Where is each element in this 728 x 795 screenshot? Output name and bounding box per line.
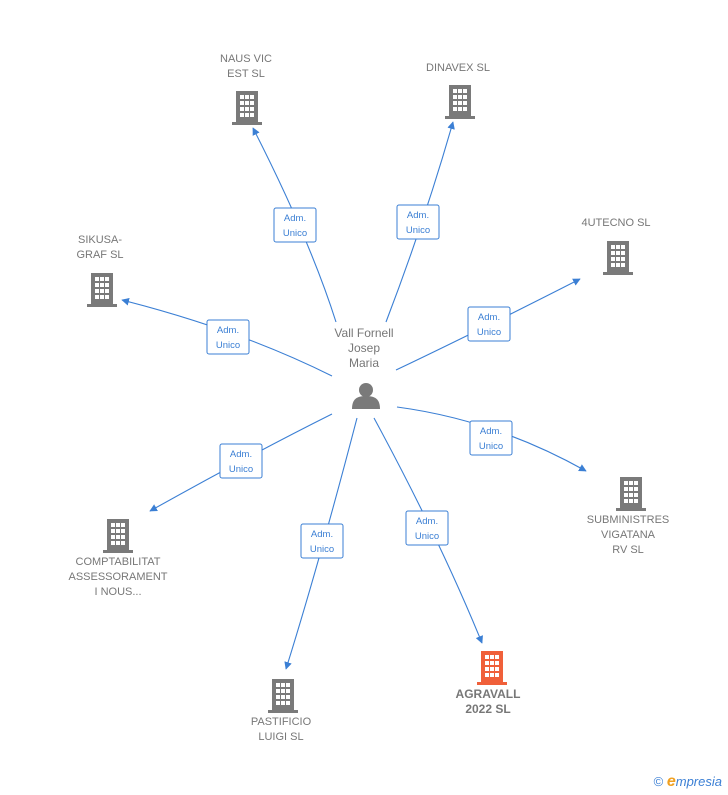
relation-badge-comptabilitat-assessorament[interactable]: Adm. Unico <box>219 443 263 479</box>
relation-label-line-2: Unico <box>229 464 253 475</box>
company-name-line-2: LUIGI SL <box>258 731 303 743</box>
relation-badge-box <box>469 420 513 456</box>
company-name-line-1: SUBMINISTRES <box>587 514 670 526</box>
company-name-line-1: PASTIFICIO <box>251 716 312 728</box>
relation-badge-box <box>396 204 440 240</box>
center-name-line-2: Josep <box>348 341 380 355</box>
building-icon <box>477 651 507 685</box>
relation-badge-box <box>467 306 511 342</box>
empresia-watermark: © empresia <box>654 773 722 791</box>
relation-badge-pastificio-luigi-sl[interactable]: Adm. Unico <box>300 523 344 559</box>
relation-label-line-1: Adm. <box>284 213 306 224</box>
company-name-line-2: GRAF SL <box>76 249 123 261</box>
building-icon <box>603 241 633 275</box>
relation-badge-agravall-2022-sl[interactable]: Adm. Unico <box>405 510 449 546</box>
relation-badge-subministres-vigatana-rv-sl[interactable]: Adm. Unico <box>469 420 513 456</box>
company-node-naus-vic-est-sl[interactable]: NAUS VIC EST SL <box>220 53 272 125</box>
relation-badge-sikusa-graf-sl[interactable]: Adm. Unico <box>206 319 250 355</box>
relation-label-line-1: Adm. <box>230 449 252 460</box>
relation-label-line-1: Adm. <box>480 426 502 437</box>
company-name-line-2: EST SL <box>227 68 265 80</box>
building-icon <box>616 477 646 511</box>
relation-label-line-2: Unico <box>310 544 334 555</box>
relation-label-line-1: Adm. <box>478 312 500 323</box>
company-node-dinavex-sl[interactable]: DINAVEX SL <box>426 62 490 119</box>
company-name-line-2: ASSESSORAMENT <box>68 571 167 583</box>
relation-badge-box <box>300 523 344 559</box>
relation-badge-box <box>206 319 250 355</box>
building-icon <box>445 85 475 119</box>
building-icon <box>103 519 133 553</box>
relation-badge-dinavex-sl[interactable]: Adm. Unico <box>396 204 440 240</box>
relation-label-line-2: Unico <box>415 531 439 542</box>
center-person[interactable]: Vall Fornell Josep Maria <box>334 326 394 409</box>
relation-label-line-1: Adm. <box>217 325 239 336</box>
center-name-line-1: Vall Fornell <box>334 326 393 340</box>
company-name-line-1: SIKUSA- <box>78 234 122 246</box>
relation-label-line-2: Unico <box>406 225 430 236</box>
relation-badge-box <box>405 510 449 546</box>
company-name-line-1: 4UTECNO SL <box>581 217 650 229</box>
relation-label-line-2: Unico <box>283 228 307 239</box>
company-node-4utecno-sl[interactable]: 4UTECNO SL <box>581 217 651 275</box>
relation-label-line-2: Unico <box>477 327 501 338</box>
company-node-subministres-vigatana-rv-sl[interactable]: SUBMINISTRES VIGATANA RV SL <box>587 477 670 556</box>
brand-rest: mpresia <box>675 774 722 789</box>
building-icon <box>87 273 117 307</box>
brand-initial: e <box>666 773 676 790</box>
company-name-line-3: I NOUS... <box>94 586 141 598</box>
relation-label-line-2: Unico <box>479 441 503 452</box>
relation-label-line-1: Adm. <box>407 210 429 221</box>
relation-label-line-2: Unico <box>216 340 240 351</box>
building-icon <box>232 91 262 125</box>
company-name-line-2: 2022 SL <box>465 702 510 716</box>
relation-label-line-1: Adm. <box>311 529 333 540</box>
company-name-line-1: DINAVEX SL <box>426 62 490 74</box>
building-icon <box>268 679 298 713</box>
company-name-line-3: RV SL <box>612 544 644 556</box>
person-icon <box>352 383 380 409</box>
center-name-line-3: Maria <box>349 356 379 370</box>
company-name-line-2: VIGATANA <box>601 529 656 541</box>
relation-badge-box <box>219 443 263 479</box>
relation-badge-4utecno-sl[interactable]: Adm. Unico <box>467 306 511 342</box>
relation-badge-box <box>273 207 317 243</box>
company-name-line-1: COMPTABILITAT <box>76 556 161 568</box>
company-node-sikusa-graf-sl[interactable]: SIKUSA- GRAF SL <box>76 234 124 307</box>
relation-label-line-1: Adm. <box>416 516 438 527</box>
company-name-line-1: AGRAVALL <box>456 687 521 701</box>
copyright-symbol: © <box>653 774 664 789</box>
company-name-line-1: NAUS VIC <box>220 53 272 65</box>
relation-badge-naus-vic-est-sl[interactable]: Adm. Unico <box>273 207 317 243</box>
company-node-comptabilitat-assessorament[interactable]: COMPTABILITAT ASSESSORAMENT I NOUS... <box>68 519 168 598</box>
company-node-pastificio-luigi-sl[interactable]: PASTIFICIO LUIGI SL <box>251 679 312 743</box>
